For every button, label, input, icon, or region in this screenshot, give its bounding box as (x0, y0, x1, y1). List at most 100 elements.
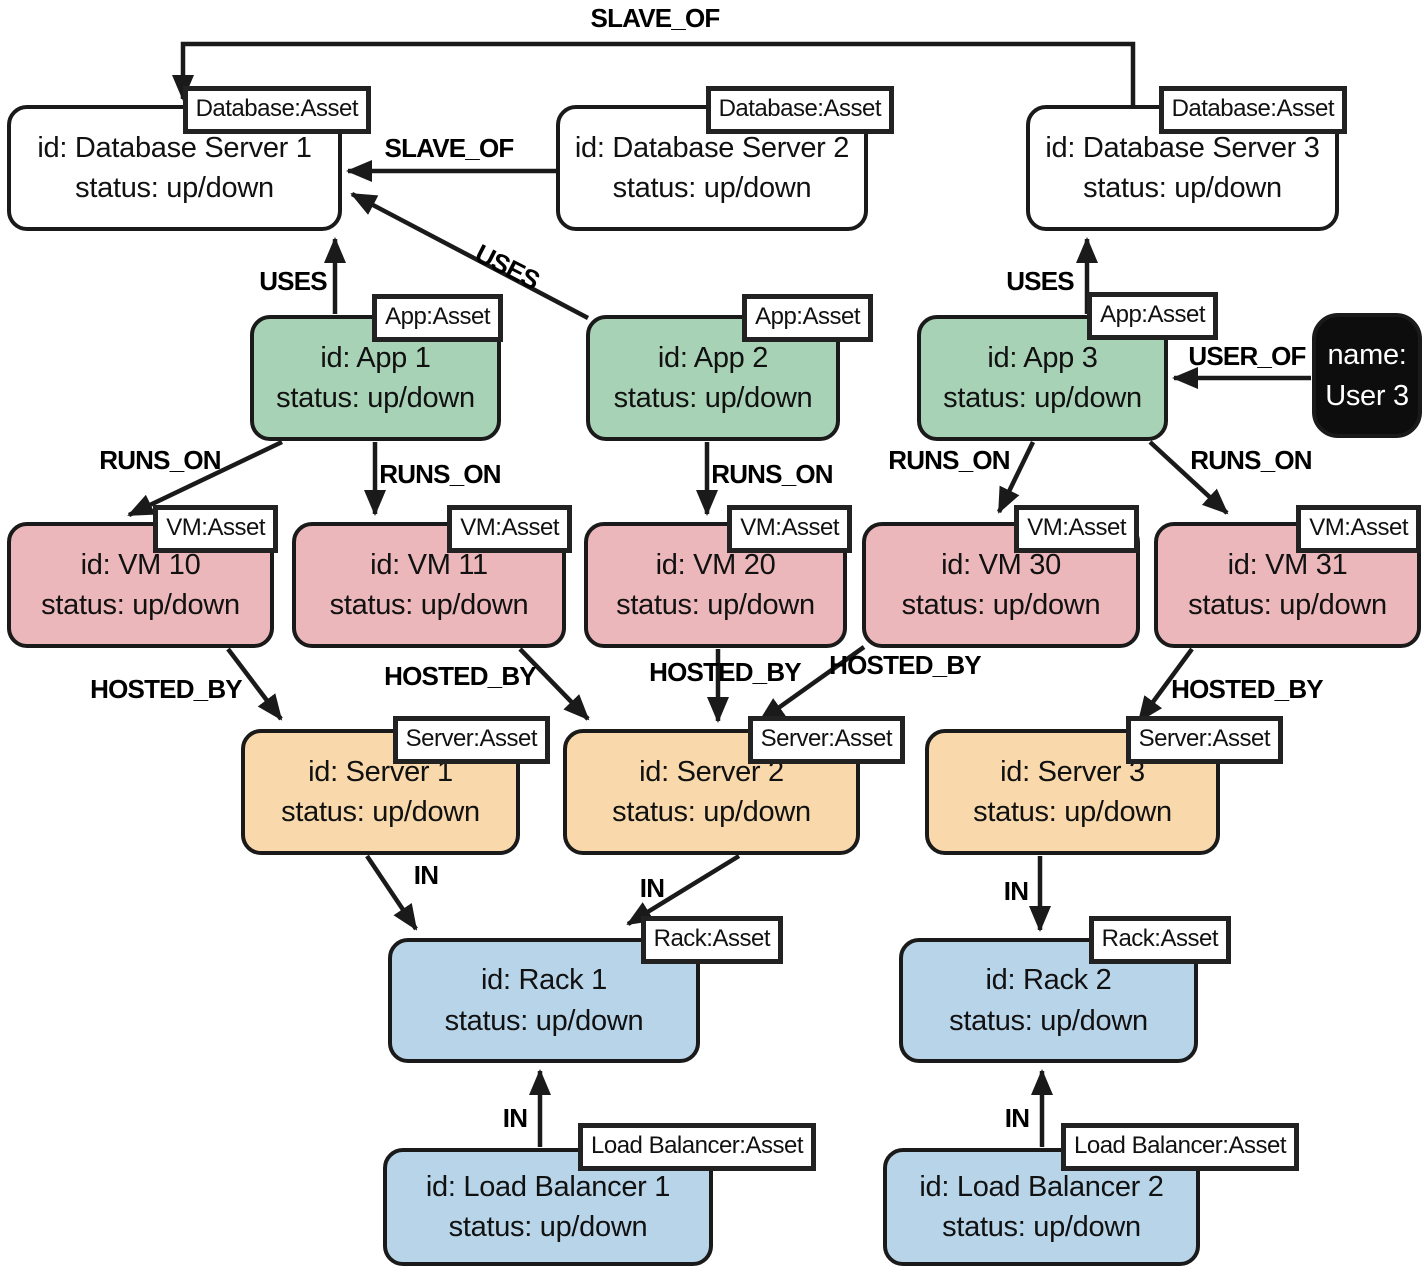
edge-label-hosted-by: HOSTED_BY (649, 657, 802, 687)
edge-label-hosted-by: HOSTED_BY (384, 661, 537, 691)
node-vm-31: VM:Asset id: VM 31 status: up/down (1154, 505, 1421, 648)
edge-runs-on-app3-vm31 (1148, 440, 1229, 515)
node-status-text: status: up/down (612, 796, 811, 828)
node-id-text: id: Rack 2 (985, 964, 1112, 997)
node-status-text: status: up/down (281, 796, 480, 828)
node-type-tab: Rack:Asset (1088, 916, 1231, 965)
node-id-text: id: VM 11 (370, 548, 488, 581)
node-id-text: id: Load Balancer 1 (425, 1170, 671, 1203)
edge-uses-app2-db1 (350, 192, 590, 320)
node-type-tab: Rack:Asset (640, 916, 783, 965)
node-id-text: id: App 2 (657, 341, 769, 374)
node-type-tab: App:Asset (1087, 292, 1218, 341)
edge-label-in: IN (413, 860, 439, 890)
edge-hosted-by-vm31-server3 (1137, 647, 1194, 723)
edge-label-hosted-by: HOSTED_BY (90, 674, 243, 704)
node-status-text: status: up/down (613, 382, 813, 414)
node-id-text: id: VM 30 (941, 548, 1061, 581)
node-id-text: id: VM 10 (80, 548, 201, 581)
edge-hosted-by-vm30-server2 (758, 645, 866, 723)
node-status-text: status: up/down (75, 172, 274, 204)
node-type-tab: App:Asset (372, 294, 503, 343)
node-app-2: App:Asset id: App 2 status: up/down (586, 294, 873, 441)
node-id-text: id: App 1 (320, 341, 431, 374)
edge-runs-on-app1-vm10 (127, 439, 283, 518)
node-type-tab: VM:Asset (447, 505, 572, 554)
node-status-text: status: up/down (612, 172, 812, 204)
node-id-text: id: VM 20 (655, 548, 776, 581)
edge-label-hosted-by: HOSTED_BY (1171, 674, 1324, 704)
edge-label-runs-on: RUNS_ON (888, 445, 1010, 475)
node-name-value: User 3 (1325, 379, 1409, 412)
edge-hosted-by-vm11-server2 (518, 647, 590, 721)
node-user-3: name: User 3 (1312, 313, 1422, 438)
node-type-tab: VM:Asset (153, 505, 278, 554)
node-id-text: id: Rack 1 (481, 964, 607, 997)
edge-label-slave-of: SLAVE_OF (590, 3, 721, 33)
node-type-tab: Server:Asset (392, 716, 550, 765)
edge-label-runs-on: RUNS_ON (711, 459, 833, 489)
node-status-text: status: up/down (973, 796, 1172, 828)
node-database-server-3: Database:Asset id: Database Server 3 sta… (1026, 86, 1347, 231)
node-type-tab: Server:Asset (1125, 716, 1283, 765)
node-id-text: id: VM 31 (1227, 548, 1348, 581)
node-id-text: id: Load Balancer 2 (919, 1170, 1164, 1203)
node-vm-20: VM:Asset id: VM 20 status: up/down (584, 505, 852, 648)
node-id-text: id: Server 3 (1000, 755, 1145, 788)
edge-label-slave-of: SLAVE_OF (384, 133, 515, 163)
node-type-tab: Load Balancer:Asset (1061, 1123, 1299, 1172)
edge-label-runs-on: RUNS_ON (1190, 445, 1312, 475)
node-type-tab: Database:Asset (182, 86, 371, 135)
node-status-text: status: up/down (616, 589, 815, 621)
node-load-balancer-1: Load Balancer:Asset id: Load Balancer 1 … (383, 1123, 816, 1266)
node-load-balancer-2: Load Balancer:Asset id: Load Balancer 2 … (883, 1123, 1299, 1266)
node-database-server-1: Database:Asset id: Database Server 1 sta… (7, 86, 371, 231)
node-status-text: status: up/down (329, 589, 529, 621)
edge-in-server2-rack1 (626, 854, 741, 926)
node-type-tab: Load Balancer:Asset (578, 1123, 816, 1172)
node-server-3: Server:Asset id: Server 3 status: up/dow… (925, 716, 1283, 855)
edge-label-runs-on: RUNS_ON (99, 445, 221, 475)
node-id-text: id: Database Server 3 (1045, 131, 1320, 164)
node-vm-10: VM:Asset id: VM 10 status: up/down (7, 505, 278, 648)
node-type-tab: Server:Asset (747, 716, 905, 765)
node-id-text: id: Database Server 1 (37, 131, 312, 164)
node-type-tab: VM:Asset (1296, 505, 1421, 554)
edge-label-in: IN (1004, 1103, 1030, 1133)
edge-label-runs-on: RUNS_ON (379, 459, 501, 489)
edge-label-in: IN (1003, 876, 1029, 906)
node-status-text: status: up/down (901, 589, 1101, 621)
edge-label-in: IN (639, 873, 665, 903)
node-status-text: status: up/down (1188, 589, 1387, 621)
node-server-2: Server:Asset id: Server 2 status: up/dow… (563, 716, 905, 855)
node-app-1: App:Asset id: App 1 status: up/down (250, 294, 503, 441)
node-type-tab: VM:Asset (727, 505, 852, 554)
node-type-tab: Database:Asset (1158, 86, 1347, 135)
edge-label-uses: USES (259, 266, 327, 296)
node-name-text: name: (1327, 339, 1407, 372)
edge-label-user-of: USER_OF (1188, 341, 1306, 371)
node-rack-1: Rack:Asset id: Rack 1 status: up/down (388, 916, 783, 1063)
node-vm-30: VM:Asset id: VM 30 status: up/down (862, 505, 1140, 648)
node-type-tab: VM:Asset (1014, 505, 1139, 554)
node-type-tab: Database:Asset (705, 86, 894, 135)
edge-slave-of-db3-db1 (172, 41, 1136, 106)
node-id-text: id: App 3 (987, 341, 1098, 374)
edge-hosted-by-vm10-server1 (226, 647, 283, 721)
node-status-text: status: up/down (943, 382, 1142, 414)
node-status-text: status: up/down (276, 382, 475, 414)
node-status-text: status: up/down (949, 1004, 1148, 1037)
edge-label-hosted-by: HOSTED_BY (829, 650, 982, 680)
node-id-text: id: Database Server 2 (574, 131, 850, 164)
node-server-1: Server:Asset id: Server 1 status: up/dow… (241, 716, 550, 855)
node-status-text: status: up/down (942, 1211, 1141, 1243)
edge-runs-on-app3-vm30 (996, 441, 1036, 514)
edge-label-in: IN (502, 1103, 528, 1133)
edge-label-uses: USES (1006, 266, 1074, 296)
node-vm-11: VM:Asset id: VM 11 status: up/down (292, 505, 572, 648)
node-status-text: status: up/down (1083, 172, 1282, 204)
node-status-text: status: up/down (448, 1211, 648, 1243)
node-app-3: App:Asset id: App 3 status: up/down (917, 292, 1218, 441)
